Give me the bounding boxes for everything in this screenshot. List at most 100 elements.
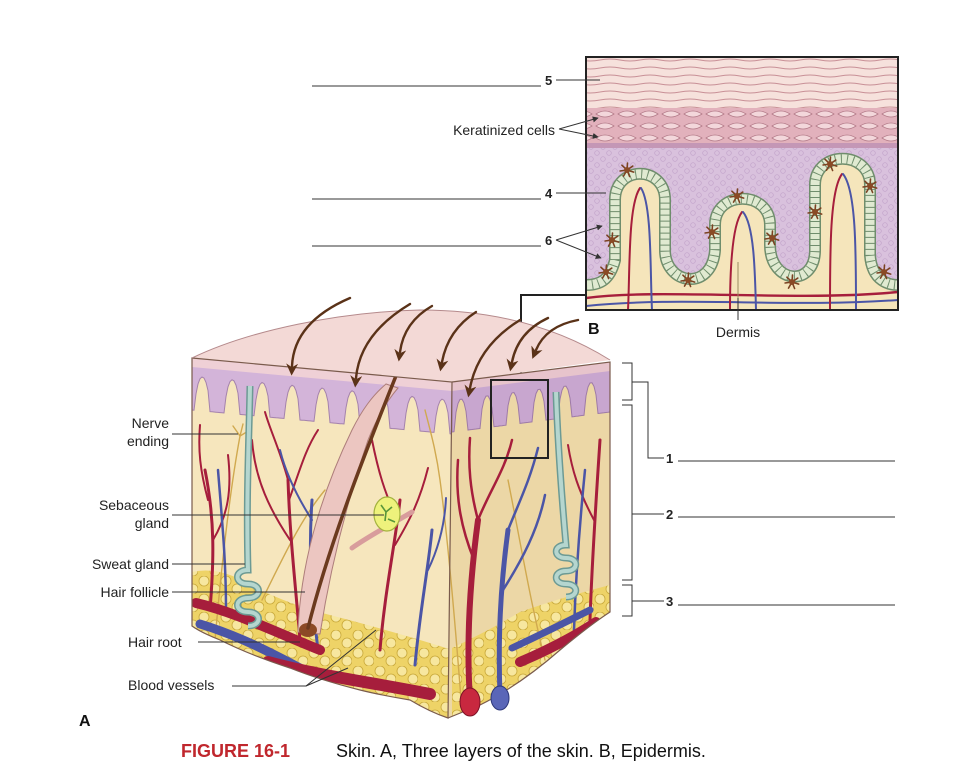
hair-root bbox=[299, 623, 317, 637]
sweat-gland bbox=[554, 391, 578, 599]
hair bbox=[350, 302, 412, 388]
label-hair-follicle: Hair follicle bbox=[101, 584, 170, 600]
leader-6-lower bbox=[555, 239, 602, 259]
inset-frame bbox=[585, 56, 899, 311]
melanocyte-process bbox=[619, 162, 635, 178]
keratinized-cell-layer bbox=[586, 108, 898, 144]
arteriole bbox=[251, 411, 319, 541]
artery-trunk bbox=[465, 517, 481, 703]
melanocyte bbox=[734, 193, 740, 199]
label-6: 6 bbox=[545, 233, 552, 248]
label-nerve-ending-line1: Nerve bbox=[132, 415, 170, 431]
label-1: 1 bbox=[666, 451, 673, 466]
melanocyte bbox=[812, 209, 818, 215]
melanocyte-process bbox=[604, 232, 620, 248]
melanocyte bbox=[685, 277, 691, 283]
arteriole bbox=[198, 424, 231, 541]
epidermis-inset bbox=[585, 56, 899, 311]
melanocyte-process bbox=[729, 188, 745, 204]
melanocyte bbox=[881, 269, 887, 275]
front-face-outline bbox=[191, 357, 453, 719]
label-sebaceous-gland-line2: gland bbox=[135, 515, 169, 531]
inset-content bbox=[586, 57, 898, 310]
papilla-artery bbox=[627, 187, 641, 310]
inset-labels: 5 Keratinized cells 4 6 B Dermis bbox=[312, 73, 760, 340]
dermal-structures bbox=[192, 358, 602, 713]
label-nerve-ending-line2: ending bbox=[127, 433, 169, 449]
melanocyte bbox=[624, 167, 630, 173]
sweat-gland bbox=[235, 385, 261, 628]
melanocyte-process bbox=[822, 156, 838, 172]
stratum-corneum bbox=[586, 57, 898, 109]
leader-blood-vessels-lower bbox=[305, 667, 349, 687]
leader-keratinized-lower bbox=[558, 128, 599, 139]
papilla-vein bbox=[742, 211, 757, 310]
melanocyte-process bbox=[862, 178, 878, 194]
label-3: 3 bbox=[666, 594, 673, 609]
figure-number: FIGURE 16-1 bbox=[181, 741, 290, 761]
melanocyte-process bbox=[876, 264, 892, 280]
label-2: 2 bbox=[666, 507, 673, 522]
layer-brackets: 1 2 3 bbox=[622, 362, 895, 617]
label-dermis: Dermis bbox=[716, 324, 760, 340]
melanocyte-process bbox=[784, 274, 800, 290]
melanocyte bbox=[609, 237, 615, 243]
label-sebaceous-gland-line1: Sebaceous bbox=[99, 497, 169, 513]
papilla-artery bbox=[729, 211, 743, 310]
papilla-artery bbox=[829, 173, 843, 310]
vein-branch bbox=[572, 468, 587, 632]
label-hair-root: Hair root bbox=[128, 634, 182, 650]
melanocyte bbox=[867, 183, 873, 189]
granular-layer bbox=[586, 143, 898, 148]
melanocytes bbox=[598, 156, 892, 290]
block-labels: Nerve ending Sebaceous gland Sweat gland… bbox=[79, 415, 384, 730]
nerve-fiber bbox=[424, 409, 463, 713]
cut-artery bbox=[459, 687, 481, 717]
melanocyte-process bbox=[764, 230, 780, 246]
hair bbox=[286, 296, 352, 376]
surface-outline bbox=[191, 309, 611, 361]
large-vein bbox=[508, 606, 594, 652]
skin-block bbox=[191, 296, 611, 719]
panel-letter-a: A bbox=[79, 713, 91, 730]
bracket-epidermis bbox=[622, 362, 633, 401]
melanocyte-process bbox=[704, 224, 720, 240]
magnified-region-box bbox=[490, 379, 549, 459]
label-keratinized-cells: Keratinized cells bbox=[453, 122, 555, 138]
label-sweat-gland: Sweat gland bbox=[92, 556, 169, 572]
bracket-dermis bbox=[622, 404, 633, 581]
figure-caption: FIGURE 16-1 Skin. A, Three layers of the… bbox=[181, 741, 706, 761]
melanocyte-process bbox=[807, 204, 823, 220]
label-4: 4 bbox=[545, 186, 553, 201]
papilla-vein bbox=[842, 173, 857, 310]
sebaceous-gland bbox=[373, 496, 401, 532]
artery-branch bbox=[588, 438, 602, 622]
leader-keratinized-upper bbox=[558, 116, 599, 130]
caption-text: Skin. A, Three layers of the skin. B, Ep… bbox=[336, 741, 706, 761]
hair bbox=[394, 304, 434, 362]
bracket-subcutaneous bbox=[622, 584, 633, 617]
panel-letter-b: B bbox=[588, 321, 600, 338]
arteriole bbox=[567, 444, 595, 521]
hair bbox=[464, 318, 522, 398]
surface-hairs bbox=[286, 296, 580, 398]
leader-6-upper bbox=[555, 224, 603, 241]
melanocyte bbox=[827, 161, 833, 167]
melanocyte-process bbox=[598, 264, 614, 280]
arteriole bbox=[456, 436, 514, 562]
hair bbox=[436, 310, 478, 372]
melanocyte bbox=[789, 279, 795, 285]
bracket-1-connector bbox=[632, 381, 664, 459]
hair bbox=[531, 318, 580, 359]
melanocyte bbox=[709, 229, 715, 235]
front-stratum-corneum bbox=[192, 358, 452, 391]
papilla-vein bbox=[640, 187, 653, 310]
label-5: 5 bbox=[545, 73, 552, 88]
label-blood-vessels: Blood vessels bbox=[128, 677, 214, 693]
melanocyte bbox=[603, 269, 609, 275]
vein-branch bbox=[216, 468, 228, 612]
vein-trunk bbox=[496, 527, 511, 699]
vein-branch bbox=[413, 528, 434, 667]
melanocyte-process bbox=[680, 272, 696, 288]
